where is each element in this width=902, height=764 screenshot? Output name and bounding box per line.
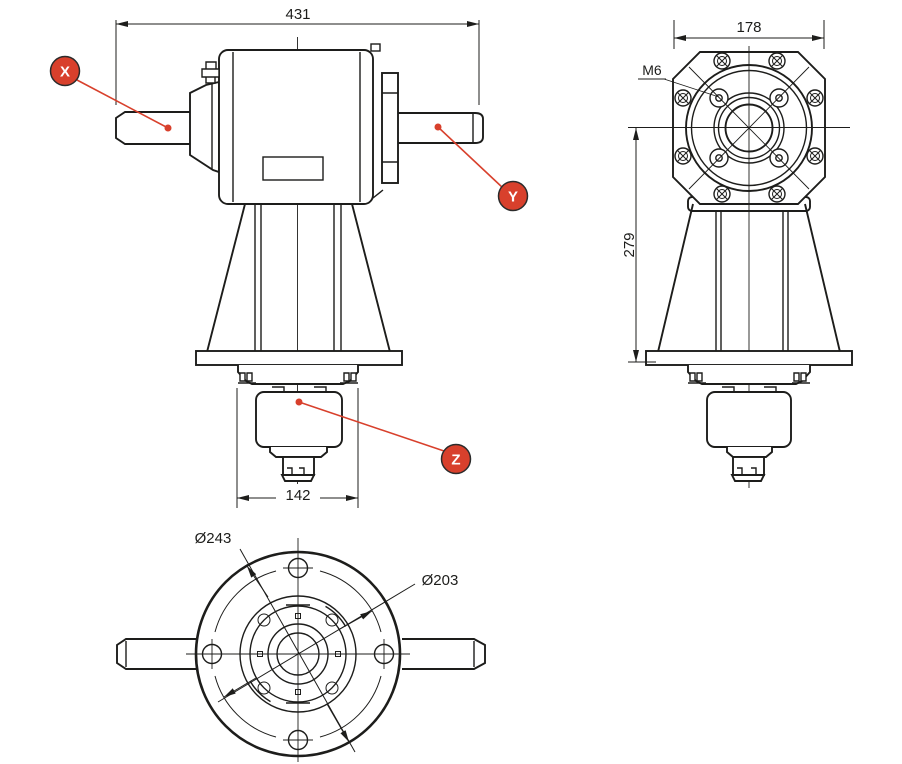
dimension-text-d243: Ø243 xyxy=(195,530,232,547)
hex-bolt xyxy=(806,147,824,165)
dimension-line xyxy=(239,548,356,753)
dimension-text-142: 142 xyxy=(285,487,310,504)
bore-circle xyxy=(276,632,320,676)
callout-y-label: Y xyxy=(508,189,518,206)
side-view: 178 279 M6 xyxy=(621,19,853,488)
arrow-upper xyxy=(339,610,373,630)
front-view: 431 142 xyxy=(49,6,529,508)
mounting-flange xyxy=(645,350,853,366)
extension-lines xyxy=(115,20,480,105)
thread-label: M6 xyxy=(642,62,662,78)
hub-cap-bolts xyxy=(239,372,357,382)
output-spline-shaft xyxy=(732,456,765,476)
callout-z-label: Z xyxy=(451,452,460,469)
dimension-text-431: 431 xyxy=(285,6,310,23)
bottom-view: Ø243 Ø203 xyxy=(116,530,486,762)
input-shaft-x xyxy=(115,111,199,145)
output-hub xyxy=(706,391,792,448)
housing-inner-lines xyxy=(232,52,361,202)
extension-lines xyxy=(236,388,359,508)
pedestal-outline xyxy=(657,203,841,353)
bearing-flange-lines xyxy=(372,92,398,199)
hex-bolt xyxy=(806,89,824,107)
callout-y: Y xyxy=(434,123,529,212)
hex-bolts xyxy=(674,52,824,203)
mounting-holes xyxy=(201,557,395,751)
boss-circle xyxy=(267,623,329,685)
dimension-bolt-circle: Ø203 xyxy=(217,572,459,703)
shaft-stub-left xyxy=(116,638,196,670)
callout-y-leader xyxy=(437,126,504,189)
pedestal-columns xyxy=(715,211,789,351)
extension-lines xyxy=(673,20,825,49)
callout-y-badge xyxy=(497,180,529,212)
arrow-lower xyxy=(223,677,257,698)
hub-cap xyxy=(687,365,811,385)
callout-z-badge xyxy=(440,443,472,475)
hex-bolt xyxy=(768,185,786,203)
dimension-face-width: 178 xyxy=(673,19,825,49)
dimension-text-279: 279 xyxy=(621,232,638,257)
housing-top-tab xyxy=(370,43,381,52)
hub-circle xyxy=(239,595,357,713)
hub-cap-bolts xyxy=(689,372,807,382)
nameplate xyxy=(262,156,324,181)
callout-z: Z xyxy=(295,398,472,475)
bearing-flange-plate xyxy=(381,72,399,184)
dimension-overall-width: 431 xyxy=(115,6,480,105)
pedestal-outline xyxy=(206,203,391,353)
output-spline-shaft xyxy=(282,456,315,476)
dimension-hub-width: 142 xyxy=(236,388,359,508)
hub-step xyxy=(269,447,328,458)
pedestal-columns xyxy=(254,205,342,351)
dimension-text-d203: Ø203 xyxy=(422,572,459,589)
hub-cap-details xyxy=(688,382,810,393)
hex-bolt xyxy=(674,89,692,107)
callout-x-leader xyxy=(76,79,169,129)
text-backing xyxy=(276,487,320,503)
bell-cover xyxy=(189,80,220,174)
breather-plug xyxy=(201,61,220,84)
hex-bolt xyxy=(713,185,731,203)
callout-z-point xyxy=(295,398,303,406)
callout-x-badge xyxy=(49,55,81,87)
spline-end-cap xyxy=(730,474,766,482)
dimension-line xyxy=(217,583,416,703)
spline-end-cap xyxy=(280,474,316,482)
hub-step xyxy=(726,447,773,458)
hub-cap xyxy=(237,365,359,385)
mounting-flange xyxy=(195,350,403,366)
gear-housing xyxy=(218,49,374,205)
hex-bolt xyxy=(713,52,731,70)
callout-z-leader xyxy=(298,401,445,452)
hub-bolt-circle xyxy=(249,605,347,703)
callout-y-point xyxy=(434,123,442,131)
thread-callout-m6: M6 xyxy=(638,62,720,98)
arrow-lower xyxy=(326,703,350,743)
thread-leader xyxy=(638,78,720,98)
arrow-upper xyxy=(246,565,269,598)
key-slot-ticks xyxy=(286,604,310,704)
dimension-text-178: 178 xyxy=(736,19,761,36)
callout-x: X xyxy=(49,55,172,132)
square-keys xyxy=(257,613,341,695)
hex-bolt xyxy=(674,147,692,165)
hub-cap-details xyxy=(238,382,358,393)
bolt-circle-arcs xyxy=(214,570,382,738)
shaft-stub-right xyxy=(402,638,486,670)
callout-x-point xyxy=(164,124,172,132)
dimension-overall-height: 279 xyxy=(621,128,656,363)
dimension-flange-diameter: Ø243 xyxy=(195,530,356,753)
hex-bolt xyxy=(768,52,786,70)
hub-bolt-holes xyxy=(257,613,339,695)
callout-x-label: X xyxy=(60,64,70,81)
